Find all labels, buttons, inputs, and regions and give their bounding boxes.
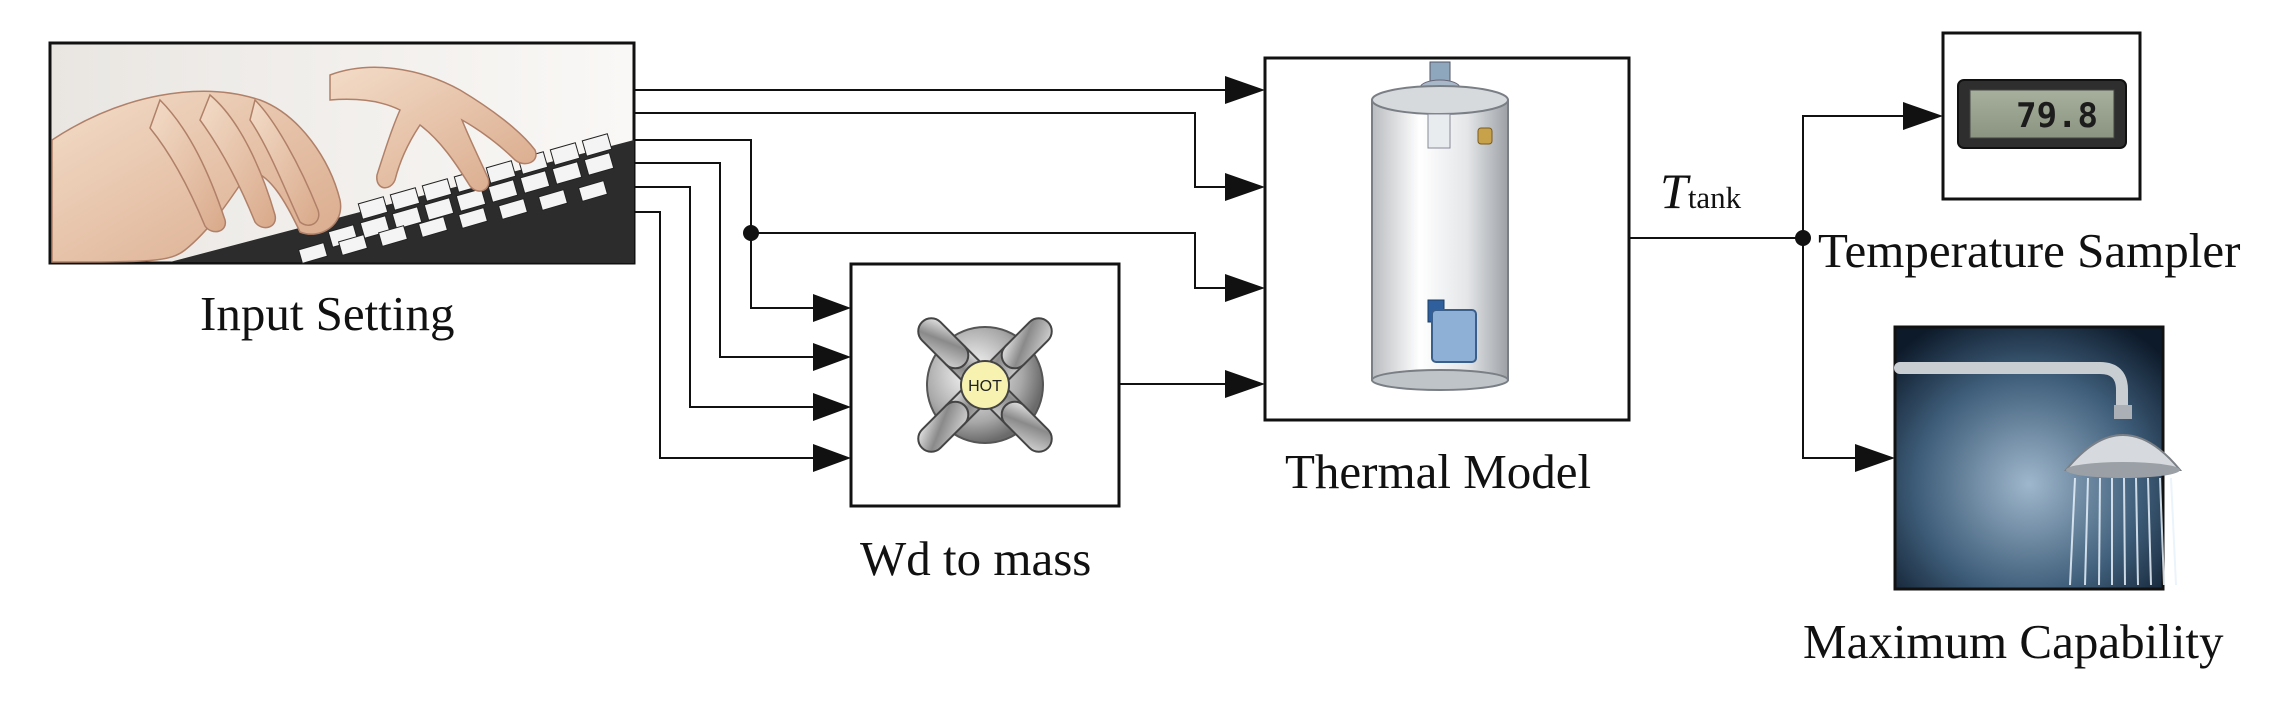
arrowhead: [813, 444, 851, 472]
signal-subscript: tank: [1687, 180, 1742, 215]
lcd-reading: 79.8: [2016, 96, 2098, 136]
arrowhead: [1225, 173, 1265, 201]
hot-badge: HOT: [968, 378, 1002, 395]
arrowhead: [1225, 370, 1265, 398]
thermal-model-label: Thermal Model: [1285, 444, 1592, 499]
keyboard-icon: [170, 133, 634, 264]
signal-symbol: T: [1660, 163, 1688, 219]
typing-hands-icon: [51, 66, 537, 263]
arrowhead: [1903, 102, 1943, 130]
input-setting-label: Input Setting: [200, 286, 455, 341]
tank-temperature-signal-label: Ttank: [1660, 166, 1741, 216]
branch-point: [1795, 230, 1811, 246]
water-heater-icon: [1371, 61, 1509, 391]
arrowhead: [1855, 444, 1895, 472]
signal-lines: [634, 89, 1903, 459]
temperature-sampler-label: Temperature Sampler: [1818, 223, 2241, 278]
wd-to-mass-label: Wd to mass: [860, 531, 1092, 586]
temperature-sampler-block[interactable]: 79.8: [1941, 31, 2142, 201]
arrowhead: [1225, 274, 1265, 302]
arrowhead: [1225, 76, 1265, 104]
lcd-display-icon: 79.8: [1957, 79, 2127, 149]
shower-head-icon: [1894, 362, 2183, 586]
arrowheads: [813, 76, 1943, 472]
input-setting-block[interactable]: [48, 41, 636, 265]
arrowhead: [813, 343, 851, 371]
thermal-model-block[interactable]: [1263, 56, 1631, 422]
maximum-capability-block[interactable]: [1893, 325, 2183, 591]
arrowhead: [813, 294, 851, 322]
maximum-capability-label: Maximum Capability: [1803, 614, 2224, 669]
wd-to-mass-block[interactable]: HOT: [849, 262, 1121, 508]
arrowhead: [813, 393, 851, 421]
hot-tap-icon: HOT: [917, 317, 1053, 453]
branch-point: [743, 225, 759, 241]
